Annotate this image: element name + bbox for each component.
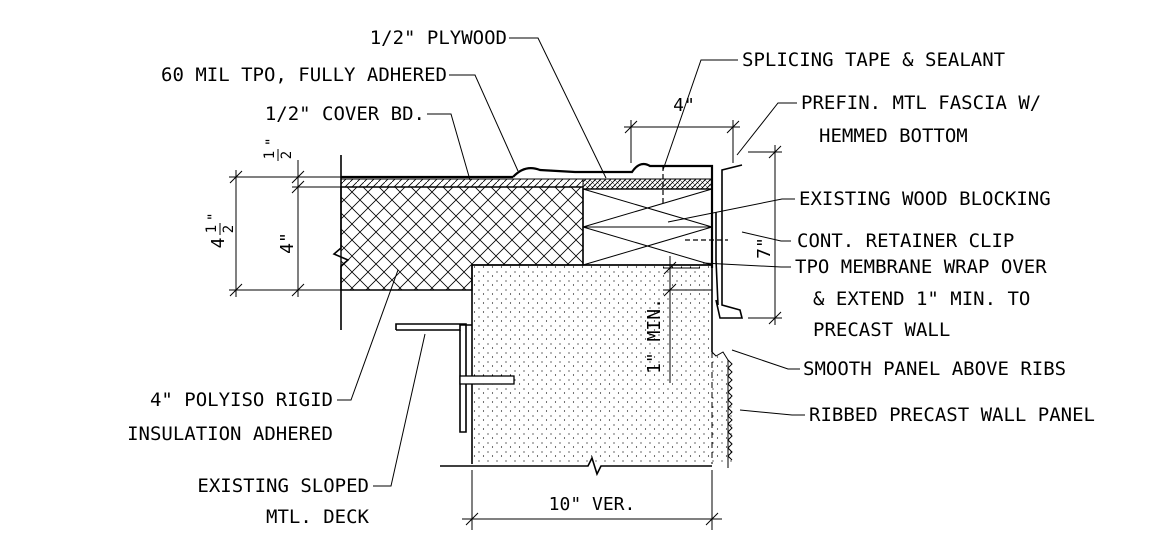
label-plywood: 1/2" PLYWOOD [370,27,507,49]
label-fascia-1: PREFIN. MTL FASCIA W/ [801,92,1041,114]
label-smooth-panel: SMOOTH PANEL ABOVE RIBS [803,358,1066,380]
plywood-layer [582,178,713,190]
dim-total-whole: 4 [208,238,229,249]
dim-text-wall-width: 10" VER. [549,494,636,515]
dim-text-fascia: 7" [754,237,775,259]
dim-total-quote: " [206,213,222,221]
dim-text-total: 4 1 2 " [204,213,237,249]
label-tpo: 60 MIL TPO, FULLY ADHERED [161,64,447,86]
label-splicing: SPLICING TAPE & SEALANT [742,49,1005,71]
dim-min-lap [663,256,712,383]
label-deck-1: EXISTING SLOPED [197,475,369,497]
label-wrap-2: & EXTEND 1" MIN. TO [813,288,1030,310]
metal-fascia [715,164,744,319]
metal-deck [395,323,515,433]
dim-wall-width [462,470,722,530]
dim-left-half [291,160,341,205]
leaders [337,37,805,487]
label-polyiso-1: 4" POLYISO RIGID [150,389,333,411]
wood-blocking [582,188,713,266]
dim-left-insul [291,187,305,297]
tpo-membrane [341,162,714,268]
label-fascia-2: HEMMED BOTTOM [819,125,968,147]
label-ribbed-panel: RIBBED PRECAST WALL PANEL [809,404,1095,426]
dim-half-num: 1 [262,151,278,159]
retainer-clip [715,212,719,306]
cover-board [340,178,584,188]
dim-text-insul: 4" [277,232,298,254]
dim-total-den: 2 [221,225,237,233]
dim-text-lap: 4" [673,95,695,116]
label-wrap-1: TPO MEMBRANE WRAP OVER [795,256,1047,278]
dim-fascia-text: 7" [754,237,775,259]
label-blocking: EXISTING WOOD BLOCKING [799,188,1051,210]
label-clip: CONT. RETAINER CLIP [797,230,1014,252]
dim-total-num: 1 [204,225,220,233]
dim-min-lap-text: 1" MIN. [644,298,665,374]
label-polyiso-2: INSULATION ADHERED [127,423,333,445]
dim-half-quote: " [264,138,280,146]
dim-fascia [748,145,782,325]
dim-half-den: 2 [279,151,295,159]
dim-lap [624,120,740,163]
label-wrap-3: PRECAST WALL [813,319,950,341]
dim-left-total [229,170,341,297]
label-cover-board: 1/2" COVER BD. [265,103,425,125]
dim-text-min-lap: 1" MIN. [644,298,665,374]
label-deck-2: MTL. DECK [266,506,370,528]
dim-text-half: 1 2 " [262,138,295,161]
bottom-break-line [440,455,712,477]
dim-insul-text: 4" [277,232,298,254]
precast-wall-panel [471,264,733,468]
